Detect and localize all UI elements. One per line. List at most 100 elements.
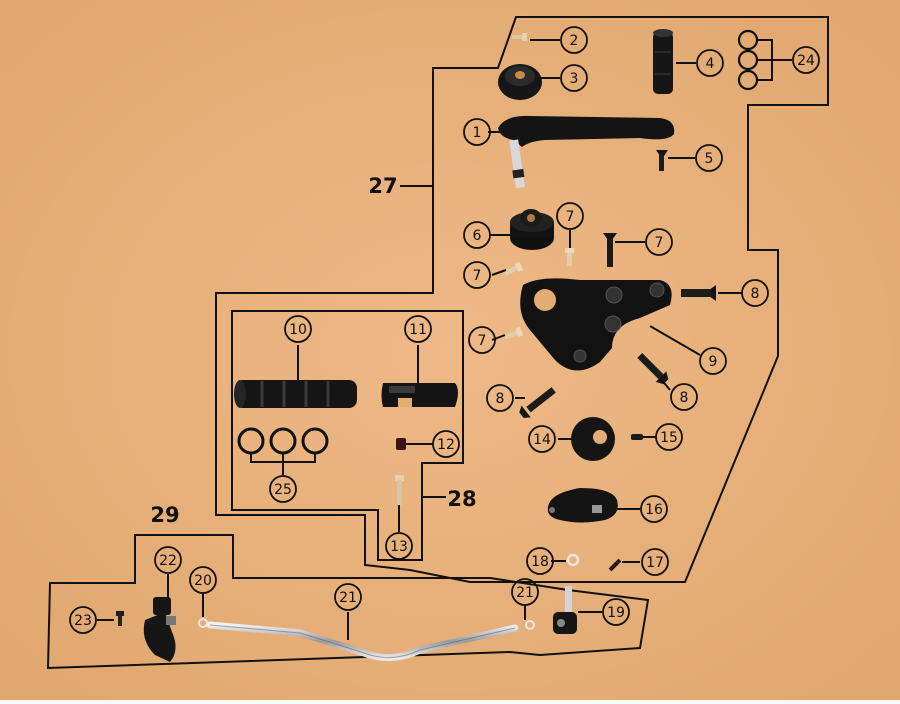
callout-number: 25 <box>274 482 292 498</box>
callout-number: 5 <box>705 151 714 167</box>
callout-23: 23 <box>69 606 97 634</box>
callout-number: 6 <box>473 228 482 244</box>
leader-lines <box>97 39 792 640</box>
part-4-sleeve <box>653 29 673 94</box>
group-outlines <box>46 16 829 670</box>
part-17-arm-link <box>547 488 618 523</box>
callout-25: 25 <box>269 475 297 503</box>
callout-7: 7 <box>556 202 584 230</box>
callout-number: 11 <box>409 322 427 338</box>
leader-25 <box>758 39 792 81</box>
part-15-washer <box>571 417 615 461</box>
leader-8c <box>659 377 671 391</box>
parts <box>116 29 759 662</box>
callout-13: 13 <box>385 532 413 560</box>
callout-10: 10 <box>284 315 312 343</box>
callout-number: 19 <box>607 605 625 621</box>
part-21-washer-left <box>198 618 208 628</box>
callout-number: 8 <box>680 390 689 406</box>
group-label-28: 28 <box>447 487 476 511</box>
leader-26 <box>250 453 316 475</box>
callout-number: 12 <box>437 437 455 453</box>
callout-17: 17 <box>641 548 669 576</box>
part-25-o-rings <box>737 29 759 91</box>
callout-1: 1 <box>463 118 491 146</box>
callout-number: 18 <box>531 554 549 570</box>
callout-3: 3 <box>560 64 588 92</box>
callout-24: 24 <box>792 46 820 74</box>
callout-22: 22 <box>154 546 182 574</box>
part-10-mounting-plate <box>520 278 672 371</box>
part-12-peg-mount <box>381 383 458 407</box>
callout-number: 23 <box>74 613 92 629</box>
callout-12: 12 <box>432 430 460 458</box>
leader-10 <box>649 325 701 356</box>
callout-number: 7 <box>566 209 575 225</box>
callout-7: 7 <box>468 326 496 354</box>
part-19-washer <box>566 553 580 567</box>
group-27-outline <box>215 16 829 583</box>
callout-8: 8 <box>486 384 514 412</box>
part-8-screw-b <box>681 285 716 301</box>
part-8-screw-a <box>603 233 617 267</box>
callout-number: 13 <box>390 539 408 555</box>
callout-7: 7 <box>463 261 491 289</box>
callout-number: 17 <box>646 555 664 571</box>
callout-number: 8 <box>751 286 760 302</box>
callout-number: 21 <box>516 585 534 601</box>
callout-number: 8 <box>496 391 505 407</box>
callout-number: 2 <box>570 33 579 49</box>
part-21-washer-right <box>525 620 535 630</box>
callout-21: 21 <box>511 578 539 606</box>
callout-number: 16 <box>645 502 663 518</box>
callout-number: 21 <box>339 590 357 606</box>
callout-8: 8 <box>741 279 769 307</box>
part-14-bolt <box>395 475 404 505</box>
callout-6: 6 <box>463 221 491 249</box>
part-24-screw <box>116 611 124 626</box>
part-3-pivot-cap <box>498 64 542 100</box>
callout-number: 15 <box>660 430 678 446</box>
part-13-insert <box>396 438 406 450</box>
callout-number: 14 <box>533 432 551 448</box>
callout-11: 11 <box>404 315 432 343</box>
part-5-screw <box>656 150 668 171</box>
callout-number: 9 <box>709 354 718 370</box>
callout-number: 7 <box>655 235 664 251</box>
callout-20: 20 <box>189 566 217 594</box>
part-11-footpeg <box>234 380 357 408</box>
part-22-shift-rod <box>206 621 519 662</box>
part-7-screw-a <box>565 248 574 266</box>
leader-7b <box>491 269 507 276</box>
callout-19: 19 <box>602 598 630 626</box>
group-29-outline <box>46 534 650 670</box>
callout-18: 18 <box>526 547 554 575</box>
part-23-shift-arm <box>143 597 176 662</box>
callout-14: 14 <box>528 425 556 453</box>
callout-number: 7 <box>473 268 482 284</box>
part-16-grub-screw <box>631 434 643 440</box>
callout-number: 24 <box>797 53 815 69</box>
part-6-bushing <box>510 209 554 250</box>
callout-2: 2 <box>560 26 588 54</box>
part-1-pedal-lever <box>498 115 675 189</box>
part-2-screw <box>512 33 527 41</box>
callout-number: 4 <box>706 56 715 72</box>
callout-16: 16 <box>640 495 668 523</box>
callout-number: 10 <box>289 322 307 338</box>
callout-9: 9 <box>699 347 727 375</box>
callout-number: 22 <box>159 553 177 569</box>
callout-21: 21 <box>334 583 362 611</box>
part-18-screw <box>608 558 622 572</box>
part-7-screw-b <box>503 261 524 276</box>
part-8-screw-c <box>637 352 669 385</box>
callout-8: 8 <box>670 383 698 411</box>
callout-number: 3 <box>570 71 579 87</box>
part-9-screw <box>519 387 556 418</box>
part-20-rod-end <box>553 586 577 634</box>
callout-5: 5 <box>695 144 723 172</box>
